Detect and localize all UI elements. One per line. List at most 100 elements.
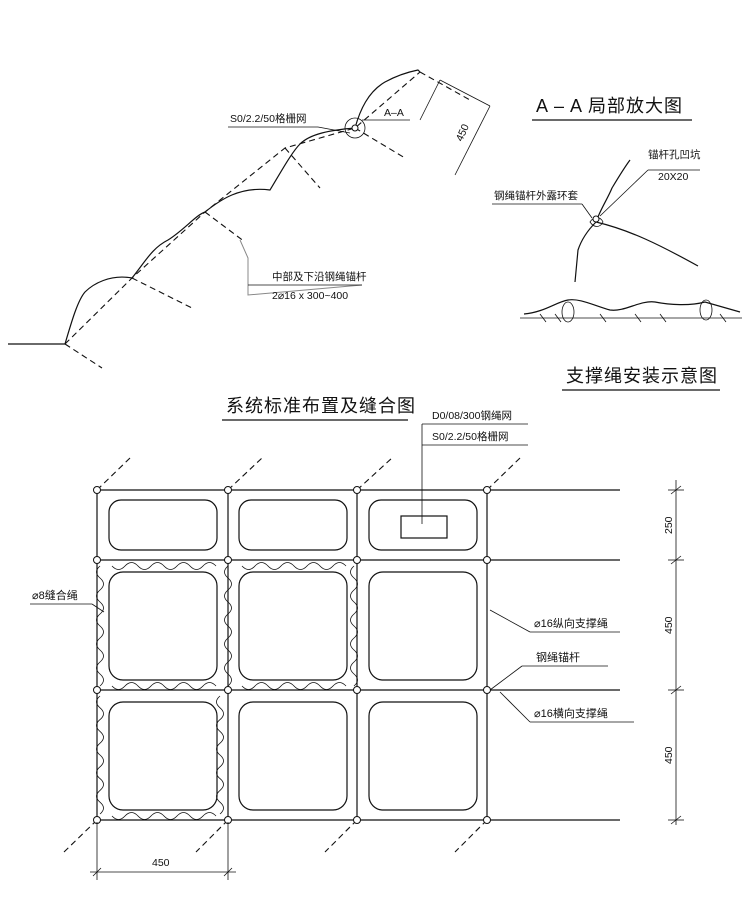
anchor-callout-leader [489, 665, 523, 691]
support-title: 支撑绳安装示意图 [566, 366, 718, 386]
anchor-dash-6 [419, 71, 471, 101]
anchor-node-2-3 [353, 816, 361, 824]
pit-label: 锚杆孔凹坑 [648, 148, 701, 161]
seam-leader [91, 603, 105, 613]
rope-loop-left [561, 301, 575, 323]
layout-title: 系统标准布置及缝合图 [226, 396, 416, 416]
seam-top-r2c2 [241, 562, 347, 570]
net-panel-r2c1 [108, 571, 218, 681]
anchor-dash-3 [204, 211, 246, 243]
net-panel-r3c1 [108, 701, 218, 811]
anchor-label: 中部及下沿钢绳锚杆 [272, 270, 367, 283]
seam-right-r3c1 [216, 695, 224, 815]
detail-net-right [595, 221, 699, 267]
support-rope-sketch [523, 299, 741, 315]
net-panel-r3c3 [368, 701, 478, 811]
layout-grid-net-label: S0/2.2/50格栅网 [432, 430, 508, 443]
seam-bottom-r3c1 [111, 812, 217, 820]
net-panel-r2c2 [238, 571, 348, 681]
anchor-node-0-0 [93, 486, 101, 494]
slope-profile [64, 69, 421, 345]
system-layout: 系统标准布置及缝合图 [30, 396, 684, 880]
net-panel-r2c3 [368, 571, 478, 681]
ext-dash-8 [454, 819, 488, 853]
anchor-dash-5 [354, 127, 406, 159]
anchor-node-1-2 [224, 686, 232, 694]
net-panel-r1c2 [238, 499, 348, 551]
ext-dash-2 [227, 457, 263, 491]
dim-slash-3 [670, 685, 682, 695]
detail-circle [344, 117, 366, 139]
h-rope-leader [499, 691, 531, 723]
dim-slash [454, 105, 491, 176]
ext-dash-3 [356, 457, 393, 491]
anchor-leader [239, 239, 363, 296]
dim-slash-4 [670, 815, 682, 825]
pit-leader [599, 169, 649, 217]
detail-slope-upper [595, 159, 631, 223]
grid-net-leader [317, 126, 351, 134]
anchor-node-3-3 [483, 816, 491, 824]
anchor-node [351, 124, 359, 132]
grid-net-line [64, 71, 421, 345]
anchor-dash-1 [64, 343, 103, 369]
anchor-node-2-1 [353, 556, 361, 564]
horizontal-rope-label: ⌀16横向支撑绳 [534, 706, 608, 720]
seam-ropes [96, 562, 358, 820]
seam-v-r2 [224, 565, 232, 687]
seam-right-r2c2 [350, 565, 358, 687]
anchor-dash-2 [131, 277, 193, 309]
anchor-node-1-1 [224, 556, 232, 564]
anchor-node-0-1 [93, 556, 101, 564]
slope-section: A–A S0/2.2/50格栅网 450 中部及下沿钢绳锚杆 2⌀16 x 30… [8, 69, 491, 369]
sleeve-leader [581, 203, 593, 219]
anchor-node-2-2 [353, 686, 361, 694]
ext-dash-4 [486, 457, 521, 491]
rope-loop-right [699, 299, 713, 321]
seam-top-r2c1 [111, 562, 217, 570]
pit-size: 20X20 [658, 171, 689, 183]
detail-slope-lower [574, 221, 597, 283]
seam-mid-r2c1 [111, 682, 217, 690]
anchor-node-1-0 [224, 486, 232, 494]
section-mark: A–A [384, 107, 404, 119]
anchor-node-2-0 [353, 486, 361, 494]
seam-left-mid [96, 565, 104, 687]
dim-450-label: 450 [454, 122, 472, 143]
net-panel-r3c2 [238, 701, 348, 811]
net-panel-r1c3 [368, 499, 478, 551]
layout-anchor-label: 钢绳锚杆 [536, 650, 580, 664]
seam-mid-r2c2 [241, 682, 347, 690]
anchor-pit [592, 215, 600, 223]
anchor-node-3-1 [483, 556, 491, 564]
anchor-dash-4 [284, 147, 321, 189]
v-rope-leader [489, 609, 531, 633]
seam-rope-label: ⌀8缝合绳 [32, 588, 78, 602]
hdim-slash-2 [223, 867, 233, 877]
dim-bottom-label: 450 [663, 746, 675, 764]
dim-top-label: 250 [663, 516, 675, 534]
ground-ticks [539, 313, 727, 323]
detail-view: A – A 局部放大图 锚杆孔凹坑 20X20 钢绳锚杆外露环套 支撑绳安装示意… [492, 96, 742, 391]
anchor-node-3-2 [483, 686, 491, 694]
detail-title: A – A 局部放大图 [536, 96, 683, 116]
wire-net-label: D0/08/300钢绳网 [432, 409, 512, 422]
anchor-node-0-2 [93, 686, 101, 694]
dim-slash-1 [670, 485, 682, 495]
dim-line [439, 79, 491, 107]
sleeve-label: 钢绳锚杆外露环套 [494, 189, 578, 202]
dim-ext [419, 79, 441, 121]
dim-mid-label: 450 [663, 616, 675, 634]
grid-net-label: S0/2.2/50格栅网 [230, 112, 306, 125]
ext-dash-1 [96, 457, 131, 491]
ext-dash-7 [324, 819, 358, 853]
ext-dash-6 [195, 819, 229, 853]
ext-dash-5 [63, 819, 98, 853]
grid-net-patch [400, 515, 448, 539]
vertical-rope-label: ⌀16纵向支撑绳 [534, 616, 608, 630]
seam-left-bottom [96, 695, 104, 815]
hdim-slash-1 [92, 867, 102, 877]
net-panel-r1c1 [108, 499, 218, 551]
anchor-nodes [93, 486, 491, 824]
